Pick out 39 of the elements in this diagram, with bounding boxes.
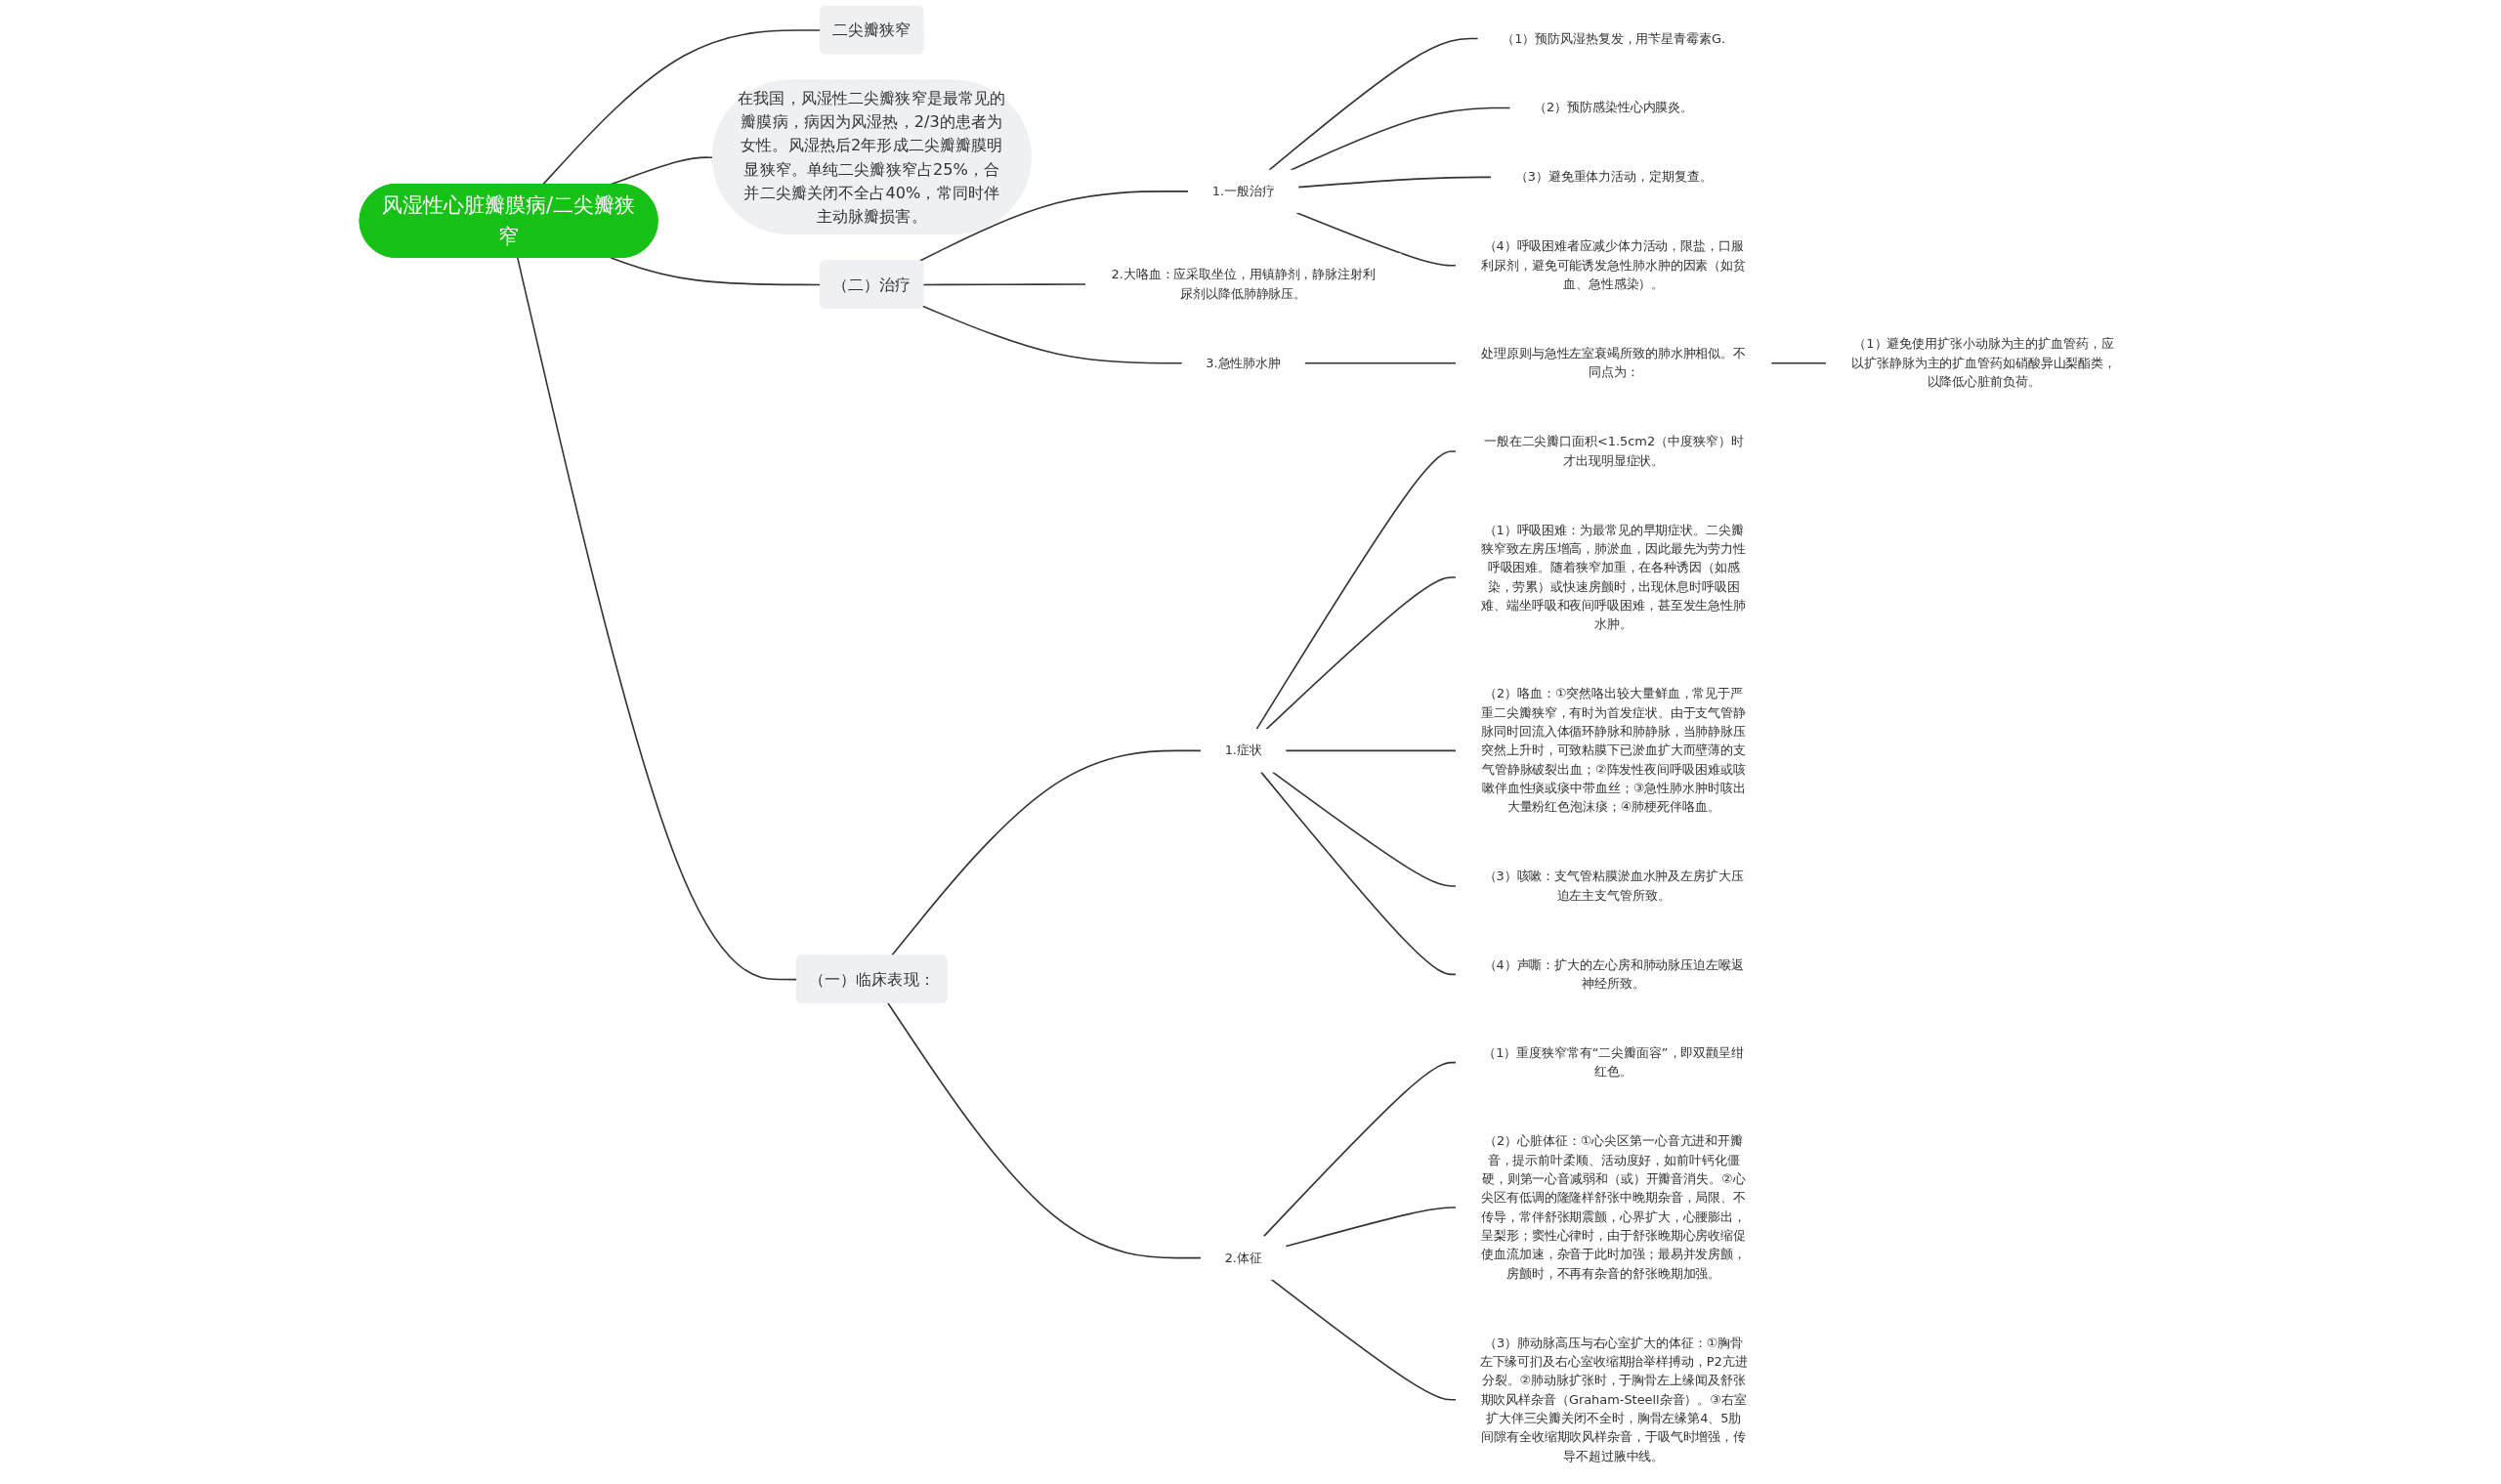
node-text: 2.体征 — [1224, 1250, 1262, 1265]
node-text: （2）心脏体征：①心尖区第一心音亢进和开瓣音，提示前叶柔顺、活动度好，如前叶钙化僵硬，则第一心音减弱和（或）开瓣音消失。②心尖区有低调的隆隆样舒张中晚期杂音，局限、不传导，常伴舒张期震颤，心界扩大，心腰膨出，呈梨形；窦性心律时，由于舒张晚期心房收缩促使血流加速，杂音于此时加强；最易并发房颤，房颤时，不再有杂音的舒张晚期加强。 — [1481, 1133, 1747, 1281]
node-text: （3）避免重体力活动，定期复查。 — [1514, 169, 1713, 185]
node-text: （2）咯血：①突然咯出较大量鲜血，常见于严重二尖瓣狭窄，有时为首发症状。由于支气管静脉同时回流入体循环静脉和肺静脉，当肺静脉压突然上升时，可致粘膜下已淤血扩大而壁薄的支气管静脉破裂出血；②阵发性夜间呼吸困难或咳嗽伴血性痰或痰中带血丝；③急性肺水肿时咳出大量粉红色泡沫痰；④肺梗死伴咯血。 — [1481, 686, 1747, 815]
node-text: （1）重度狭窄常有“二尖瓣面容”，即双颧呈绀红色。 — [1483, 1044, 1744, 1080]
connector — [1285, 1207, 1458, 1248]
connector — [1290, 106, 1511, 171]
connector — [1255, 450, 1458, 731]
node-text: 2.大咯血：应采取坐位，用镇静剂，静脉注射利尿剂以降低肺静脉压。 — [1111, 267, 1376, 301]
node-text: 1.症状 — [1224, 742, 1262, 758]
node-text: （3）咳嗽：支气管粘膜淤血水肿及左房扩大压迫左主支气管所致。 — [1483, 869, 1744, 903]
connector — [887, 1001, 1203, 1259]
connector — [1270, 1278, 1458, 1401]
connector — [918, 191, 1190, 263]
connector — [1271, 771, 1458, 887]
connector — [1285, 749, 1458, 752]
node-text: （4）声嘶：扩大的左心房和肺动脉压迫左喉返神经所致。 — [1483, 956, 1744, 992]
connector — [1303, 361, 1458, 364]
connector — [1259, 771, 1458, 976]
connector — [922, 283, 1087, 286]
node-text: （2）预防感染性心内膜炎。 — [1534, 100, 1694, 115]
node-text: （3）肺动脉高压与右心室扩大的体征：①胸骨左下缘可扪及右心室收缩期抬举样搏动，P2亢进分裂。②肺动脉扩张时，于胸骨左上缘闻及舒张期吹风样杂音（Graham-Steell杂音）。③右室扩大伴三尖瓣关闭不全时，胸骨左缘第4、5肋间隙有全收缩期吹风样杂音，于吸气时增强，传导不超过腋中线。 — [1479, 1335, 1748, 1464]
node-text: （1）避免使用扩张小动脉为主的扩血管药，应以扩张静脉为主的扩血管药如硝酸异山梨酯类，以降低心脏前负荷。 — [1851, 336, 2117, 390]
node-text: 3.急性肺水肿 — [1206, 355, 1282, 370]
connector — [516, 257, 798, 981]
node-text: （1）呼吸困难：为最常见的早期症状。二尖瓣狭窄致左房压增高，肺淤血，因此最先为劳力性呼吸困难。随着狭窄加重，在各种诱因（如感染，劳累）或快速房颤时，出现休息时呼吸困难、端坐呼吸和夜间呼吸困难，甚至发生急性肺水肿。 — [1481, 522, 1747, 632]
connector — [1770, 361, 1828, 364]
connector — [1262, 1061, 1458, 1238]
connector — [1268, 37, 1479, 171]
node-text: 1.一般治疗 — [1211, 183, 1275, 199]
node-text: 一般在二尖瓣口面积<1.5cm2（中度狭窄）时才出现明显症状。 — [1483, 434, 1744, 468]
node-text: 处理原则与急性左室衰竭所致的肺水肿相似。不同点为： — [1481, 345, 1747, 380]
connector — [1265, 576, 1458, 731]
connector — [1295, 211, 1458, 267]
connector — [921, 305, 1183, 364]
node-text: （1）预防风湿热复发，用苄星青霉素G. — [1502, 30, 1725, 46]
connector — [890, 749, 1203, 957]
node-text: （4）呼吸困难者应减少体力活动，限盐，口服利尿剂，避免可能诱发急性肺水肿的因素（如贫血、急性感染）。 — [1481, 238, 1747, 292]
connector — [1297, 176, 1493, 189]
